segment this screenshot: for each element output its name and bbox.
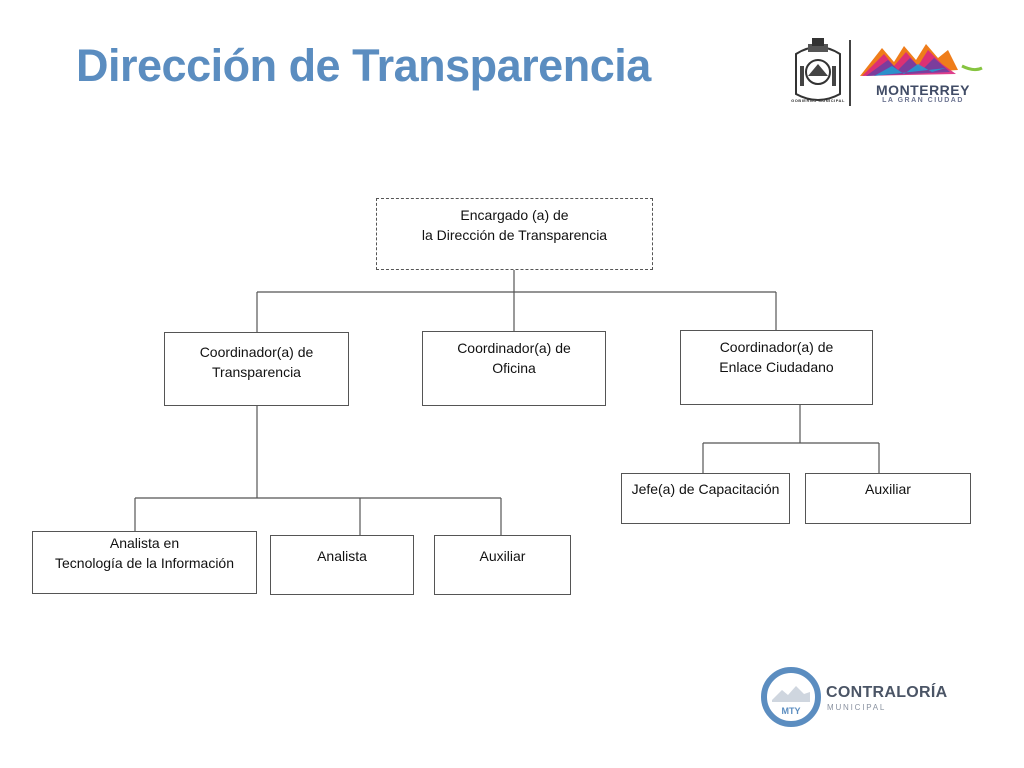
node-coord-transparencia: Coordinador(a) de Transparencia	[164, 332, 349, 406]
node-coord-oficina: Coordinador(a) de Oficina	[422, 331, 606, 406]
node-auxiliar-enlace: Auxiliar	[805, 473, 971, 524]
municipal-logos	[795, 38, 983, 106]
node-text: Enlace Ciudadano	[719, 359, 834, 375]
node-text: Coordinador(a) de	[719, 339, 834, 355]
municipal-seal-icon	[795, 38, 841, 101]
node-analista: Analista	[270, 535, 414, 595]
contraloria-subtitle: MUNICIPAL	[827, 703, 887, 712]
node-root: Encargado (a) de la Dirección de Transpa…	[376, 198, 653, 270]
node-text: Jefe(a) de Capacitación	[631, 481, 780, 497]
page-title: Dirección de Transparencia	[76, 40, 651, 91]
node-text: Coordinador(a) de	[457, 340, 571, 356]
node-text: la Dirección de Transparencia	[421, 227, 608, 243]
node-text: Auxiliar	[479, 548, 526, 564]
node-text: Encargado (a) de	[460, 207, 569, 223]
node-auxiliar-transparencia: Auxiliar	[434, 535, 571, 595]
node-coord-enlace: Coordinador(a) de Enlace Ciudadano	[680, 330, 873, 405]
seal-caption: GOBIERNO MUNICIPAL	[791, 98, 845, 103]
node-text: Oficina	[492, 360, 536, 376]
node-text: Analista en	[109, 535, 180, 551]
monterrey-name: MONTERREY	[876, 82, 970, 98]
monterrey-mountains-icon	[860, 44, 983, 76]
node-text: Tecnología de la Información	[55, 555, 234, 571]
node-analista-ti: Analista en Tecnología de la Información	[32, 531, 257, 594]
contraloria-badge-icon: MTY	[761, 667, 821, 727]
node-text: Coordinador(a) de	[199, 344, 314, 360]
node-text: Transparencia	[212, 364, 301, 380]
node-text: Analista	[317, 548, 367, 564]
monterrey-tagline: LA GRAN CIUDAD	[882, 97, 964, 104]
node-text: Auxiliar	[865, 481, 911, 497]
contraloria-name: CONTRALORÍA	[826, 684, 948, 701]
svg-text:MTY: MTY	[782, 706, 801, 716]
node-jefe-capacitacion: Jefe(a) de Capacitación	[621, 473, 790, 524]
